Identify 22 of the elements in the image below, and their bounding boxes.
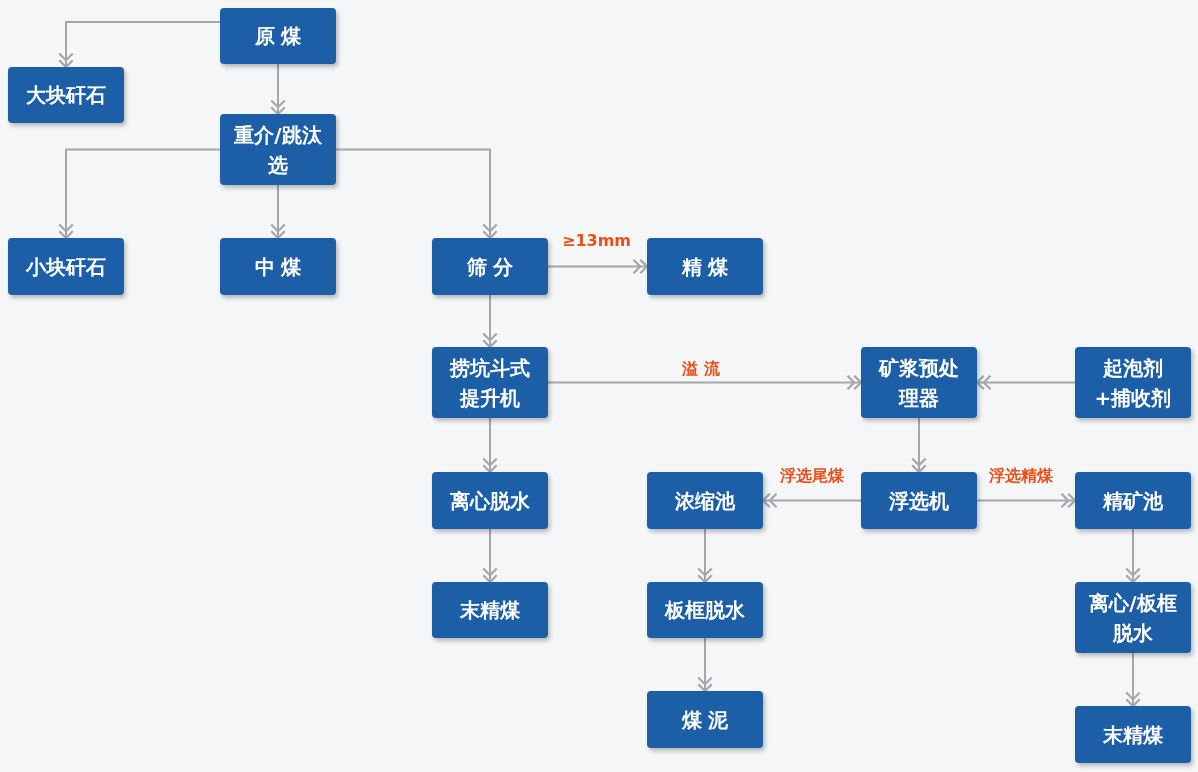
edge-label: 浮选尾煤 (778, 466, 846, 486)
process-box: 浮选机 (861, 472, 977, 529)
process-box: 精矿池 (1075, 472, 1191, 529)
process-box: 板框脱水 (647, 582, 763, 638)
edge-label: 浮选精煤 (987, 466, 1055, 486)
edge-label: 溢 流 (680, 359, 722, 379)
process-box: 矿浆预处理器 (861, 347, 977, 418)
process-box: 煤 泥 (647, 691, 763, 748)
process-box: 末精煤 (432, 582, 548, 638)
process-box: 精 煤 (647, 238, 763, 295)
process-box: 末精煤 (1075, 706, 1191, 763)
process-box: 起泡剂+捕收剂 (1075, 347, 1191, 418)
process-box: 浓缩池 (647, 472, 763, 529)
process-box: 小块矸石 (8, 238, 124, 295)
process-box: 大块矸石 (8, 67, 124, 123)
process-box: 原 煤 (220, 8, 336, 64)
process-box: 重介/跳汰选 (220, 114, 336, 185)
process-box: 离心/板框脱水 (1075, 582, 1191, 653)
process-box: 筛 分 (432, 238, 548, 295)
process-box: 中 煤 (220, 238, 336, 295)
process-box: 捞坑斗式提升机 (432, 347, 548, 418)
process-box: 离心脱水 (432, 472, 548, 529)
